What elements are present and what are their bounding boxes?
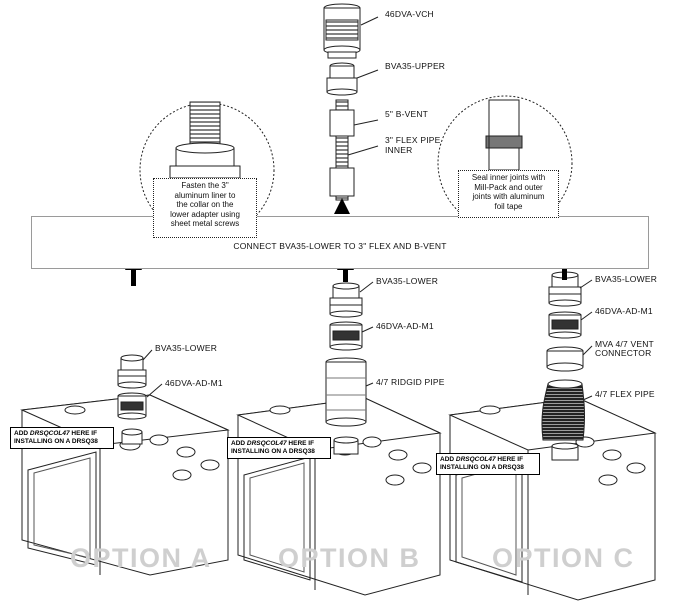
add-box-a: ADD DRSQCOL47 HERE IF INSTALLING ON A DR… [10,427,114,449]
label-c-bva35-lower: BVA35-LOWER [595,274,658,284]
note-left-line-1: Fasten the 3" [181,181,229,190]
note-left-line-3: the collar on the [176,200,234,209]
label-c-mva-1: MVA 4/7 VENT [595,339,654,349]
option-c-parts [541,271,593,461]
banner-text: CONNECT BVA35-LOWER TO 3" FLEX AND B-VEN… [233,241,447,251]
label-a-bva35-lower: BVA35-LOWER [155,343,218,353]
label-flex-pipe-inner-2: INNER [385,145,413,155]
note-right-line-2: Mill-Pack and outer [474,182,543,192]
add-a-line2: INSTALLING ON A DRSQ38 [14,438,98,445]
option-a-title: OPTION A [70,543,212,573]
add-box-b: ADD DRSQCOL47 HERE IF INSTALLING ON A DR… [227,437,331,459]
add-c-pre: ADD [440,456,456,463]
add-a-post: HERE IF [69,430,98,437]
add-b-pre: ADD [231,440,247,447]
note-seal-joints: Seal inner joints with Mill-Pack and out… [458,170,559,218]
note-left-line-4: lower adapter using [170,209,240,219]
note-right-line-3: joints with aluminum [472,192,545,201]
note-left-line-5: sheet metal screws [170,219,240,228]
label-flex-pipe-inner-1: 3" FLEX PIPE [385,135,441,145]
connection-banner: CONNECT BVA35-LOWER TO 3" FLEX AND B-VEN… [31,216,649,269]
label-b-46dva-ad-m1: 46DVA-AD-M1 [376,321,434,331]
label-c-46dva-ad-m1: 46DVA-AD-M1 [595,306,653,316]
label-c-mva-2: CONNECTOR [595,348,652,358]
option-b-parts [325,281,374,455]
note-fasten-liner: Fasten the 3" aluminum liner to the coll… [153,178,257,238]
add-c-post: HERE IF [495,456,524,463]
add-box-c: ADD DRSQCOL47 HERE IF INSTALLING ON A DR… [436,453,540,475]
label-46dva-vch: 46DVA-VCH [385,9,434,19]
note-right-line-4: foil tape [494,201,523,211]
add-c-em: DRSQCOL47 [455,456,496,463]
label-b-vent: 5" B-VENT [385,109,429,119]
option-c-title: OPTION C [492,543,635,573]
add-c-line2: INSTALLING ON A DRSQ38 [440,464,524,471]
option-b-title: OPTION B [278,543,421,573]
add-a-em: DRSQCOL47 [29,430,70,437]
add-b-em: DRSQCOL47 [246,440,287,447]
label-b-rigid-pipe: 4/7 RIDGID PIPE [376,377,445,387]
add-b-line2: INSTALLING ON A DRSQ38 [231,448,315,455]
label-a-46dva-ad-m1: 46DVA-AD-M1 [165,378,223,388]
add-b-post: HERE IF [286,440,315,447]
note-right-line-1: Seal inner joints with [471,173,546,182]
label-bva35-upper: BVA35-UPPER [385,61,446,71]
label-c-flex-pipe: 4/7 FLEX PIPE [595,389,655,399]
option-a-parts [117,349,163,445]
top-stack-parts [323,3,379,201]
label-b-bva35-lower: BVA35-LOWER [376,276,439,286]
add-a-pre: ADD [14,430,30,437]
note-left-line-2: aluminum liner to [174,190,236,200]
